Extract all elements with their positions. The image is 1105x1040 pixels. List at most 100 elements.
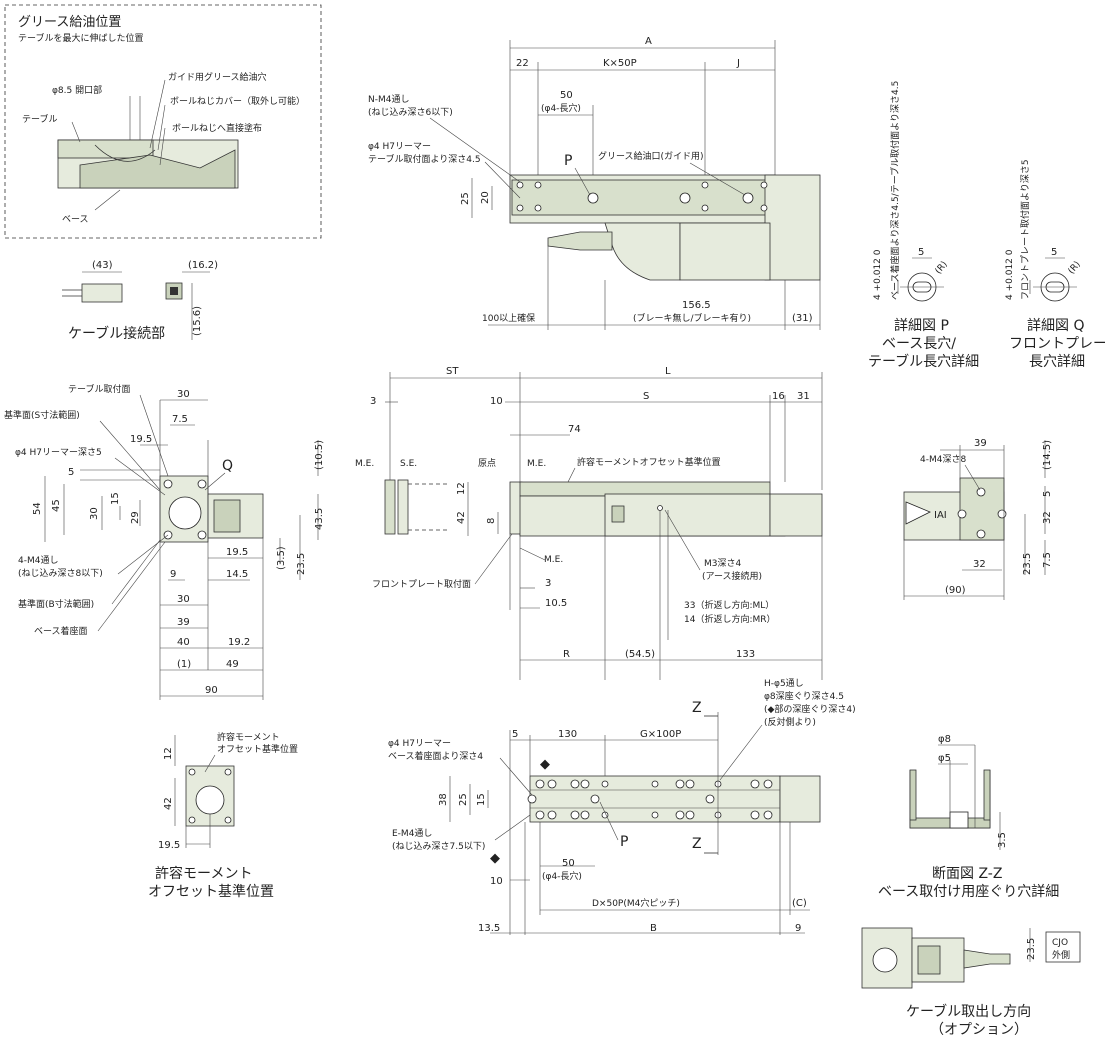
bottom-cb2: (◆部の深座ぐり深さ4) (764, 703, 856, 715)
grease-view-frame (4, 4, 322, 239)
detail-p-title2: ベース長穴/ (882, 336, 956, 352)
offset-d12: 12 (163, 747, 174, 760)
cable-pin (170, 287, 178, 295)
detail-q-5: 5 (1051, 247, 1057, 258)
dim-Kx50P: K×50P (603, 58, 637, 69)
side-view: ST L 3 10 S 16 31 74 M.E. S.E. 原点 M.E. 許… (355, 366, 823, 680)
bottom-d13-5: 13.5 (478, 923, 500, 934)
bottom-em4-sub: (ねじ込み深さ7.5以下) (392, 841, 485, 852)
front-d15: 15 (110, 492, 121, 505)
detail-q-R: (R) (1067, 260, 1083, 277)
top-view: A 22 K×50P J 50 (φ4-長穴) (368, 36, 821, 330)
bottom-slot: (φ4-長穴) (542, 870, 582, 882)
front-base-seat: ベース着座面 (34, 625, 88, 637)
side-me-plate (397, 479, 409, 535)
offset-title1: 許容モーメント (155, 865, 252, 882)
front-d7-5: 7.5 (172, 414, 188, 425)
cable-exit-title2: （オプション） (930, 1022, 1028, 1038)
front-b-ref: 基準面(B寸法範囲) (18, 598, 94, 610)
cable-exit-badge (1045, 931, 1081, 963)
cable-connection-view: (43) (16.2) (15.6) ケーブル接続部 (62, 260, 218, 342)
detail-q-title2: フロントプレート (1009, 336, 1105, 352)
grease-base-label: ベース (62, 215, 89, 225)
dim-A: A (645, 36, 652, 47)
side-ST: ST (446, 366, 459, 377)
front-d43-5: 43.5 (314, 508, 325, 530)
section-phi8: φ8 (938, 734, 951, 745)
front-d19-2: 19.2 (228, 637, 250, 648)
front-phi4: φ4 H7リーマー深さ5 (15, 447, 102, 458)
cable-exit-d23-5: 23.5 (1026, 938, 1037, 960)
rear-d32b: 32 (973, 559, 986, 570)
side-d3: 3 (370, 396, 376, 407)
top-phi4-sub: テーブル取付面より深さ4.5 (368, 153, 481, 165)
section-title2: ベース取付け用座ぐり穴詳細 (878, 884, 1059, 900)
rear-mark (905, 501, 931, 525)
side-d12: 12 (456, 482, 467, 495)
front-d19-5: 19.5 (130, 434, 152, 445)
side-d42: 42 (456, 511, 467, 524)
side-d133: 133 (736, 649, 755, 660)
side-S: S (643, 391, 649, 402)
dim-brake: (ブレーキ無し/ブレーキ有り) (633, 312, 751, 324)
front-d30: 30 (177, 389, 190, 400)
front-d5: 5 (68, 467, 74, 478)
bottom-motor (779, 775, 821, 823)
side-d14: 14（折返し方向:MR） (684, 613, 776, 625)
grease-part-inner (79, 149, 236, 189)
front-center-bore (168, 496, 202, 530)
side-motor (604, 493, 771, 537)
bottom-d15: 15 (476, 793, 487, 806)
bottom-d130: 130 (558, 729, 577, 740)
front-m4-sub: (ねじ込み深さ8以下) (18, 568, 103, 579)
front-d39: 39 (177, 617, 190, 628)
offset-label2: オフセット基準位置 (217, 743, 298, 755)
side-d54-5: (54.5) (625, 649, 655, 660)
front-d1: (1) (177, 659, 191, 670)
cable-d16: (16.2) (188, 260, 218, 271)
rear-d14-5: (14.5) (1042, 440, 1053, 470)
side-origin: 原点 (478, 458, 496, 469)
front-d40: 40 (177, 637, 190, 648)
detail-p-note: ベース着座面より深さ4.5/テーブル取付面より深さ4.5 (889, 81, 901, 300)
dim-156-5: 156.5 (682, 300, 711, 311)
front-d30b: 30 (89, 507, 100, 520)
front-d9: 9 (170, 569, 176, 580)
bottom-Dx50P: D×50P(M4穴ピッチ) (592, 897, 680, 909)
side-earth: (アース接続用) (702, 570, 762, 582)
front-d14-5: 14.5 (226, 569, 248, 580)
grease-opening-label: φ8.5 開口部 (52, 84, 102, 96)
side-earth-hole (657, 505, 663, 511)
detail-q: 5 (R) 4 +0.012 0 フロントプレート取付面より深さ5 詳細図 Q … (1005, 159, 1105, 370)
cable-exit-cjo2: 外側 (1052, 949, 1070, 961)
detail-q-tol: 4 +0.012 0 (1005, 249, 1015, 300)
front-d30c: 30 (177, 594, 190, 605)
bottom-phi4: φ4 H7リーマー (388, 739, 451, 749)
bottom-B: B (650, 923, 657, 934)
bottom-d38: 38 (438, 793, 449, 806)
rear-m4: 4-M4深さ8 (920, 454, 966, 465)
offset-d19-5: 19.5 (158, 840, 180, 851)
bottom-P: P (620, 834, 628, 850)
front-d3-5: (3.5) (276, 546, 287, 570)
bottom-d9: 9 (795, 923, 801, 934)
front-m4: 4-M4通し (18, 555, 58, 566)
side-d33: 33（折返し方向:ML） (684, 599, 774, 611)
bottom-view: ◆ ◆ 5 130 G×100P Z Z H-φ5通し φ8深座ぐり深さ4.5 … (388, 678, 856, 935)
top-nm4-label: N-M4通し (368, 94, 409, 105)
top-table (511, 179, 771, 216)
offset-view: 許容モーメント オフセット基準位置 12 42 19.5 許容モーメント オフセ… (148, 731, 298, 900)
bottom-diamond-1: ◆ (540, 757, 550, 772)
front-view: 30 7.5 19.5 5 54 45 30 15 29 (10.5) 43.5… (4, 383, 325, 700)
offset-label1: 許容モーメント (217, 731, 280, 743)
rear-logo: IAI (934, 510, 947, 521)
dim-31: (31) (792, 313, 813, 324)
front-d45: 45 (51, 499, 62, 512)
side-motor-end (769, 493, 823, 537)
side-ME3: M.E. (544, 555, 563, 565)
side-connector (611, 505, 625, 523)
grease-title: グリース給油位置 (18, 15, 121, 30)
cable-exit-cjo1: CJO (1052, 938, 1068, 948)
grease-curve (94, 144, 156, 162)
dim-J: J (736, 58, 740, 69)
